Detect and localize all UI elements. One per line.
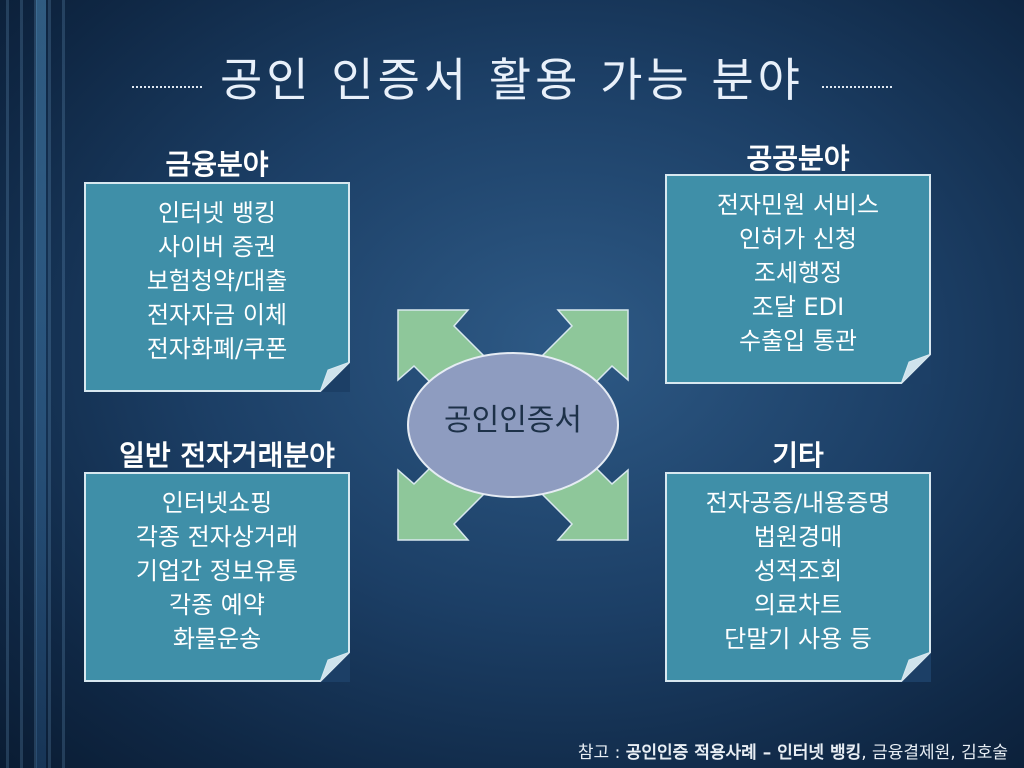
public-item: 조달 EDI [751,293,845,321]
commerce-title: 일반 전자거래분야 [119,439,335,472]
finance-title: 금융분야 [165,148,269,181]
left-stripe-decoration [0,0,70,768]
commerce-item: 기업간 정보유통 [135,557,299,585]
finance-item: 사이버 증권 [157,233,277,261]
finance-note: 인터넷 뱅킹 사이버 증권 보험청약/대출 전자자금 이체 전자화폐/쿠폰 [84,182,350,392]
commerce-item: 인터넷쇼핑 [161,489,273,517]
public-item: 수출입 통관 [738,327,858,355]
page-curl-icon [901,354,931,384]
center-diagram [397,309,629,541]
finance-item: 전자자금 이체 [146,301,288,329]
title-dots-right [822,86,892,88]
other-item: 전자공증/내용증명 [705,489,891,517]
finance-item: 인터넷 뱅킹 [157,199,277,227]
slide-title: 공인 인증서 활용 가능 분야 [219,53,804,107]
left-stripe-accent [36,0,46,768]
footer-bold: 공인인증 적용사례 – 인터넷 뱅킹 [625,743,862,763]
title-row: 공인 인증서 활용 가능 분야 [0,42,1024,112]
other-item: 법원경매 [753,523,843,551]
page-curl-icon [901,652,931,682]
center-ellipse [407,352,619,498]
other-item: 단말기 사용 등 [724,625,872,653]
public-item: 조세행정 [753,259,843,287]
commerce-item: 각종 전자상거래 [135,523,299,551]
other-note: 전자공증/내용증명 법원경매 성적조회 의료차트 단말기 사용 등 [665,472,931,682]
public-title: 공공분야 [746,142,850,175]
footer-reference: 참고 : 공인인증 적용사례 – 인터넷 뱅킹, 금융결제원, 김호술 [578,738,1008,763]
other-title: 기타 [772,439,824,472]
finance-item: 보험청약/대출 [146,267,288,295]
public-item: 인허가 신청 [738,225,858,253]
public-note: 전자민원 서비스 인허가 신청 조세행정 조달 EDI 수출입 통관 [665,174,931,384]
public-item: 전자민원 서비스 [716,191,880,219]
page-curl-icon [320,652,350,682]
footer-suffix: , 금융결제원, 김호술 [861,743,1008,763]
footer-prefix: 참고 : [577,743,626,763]
commerce-item: 화물운송 [172,625,262,653]
page-curl-icon [320,362,350,392]
center-label: 공인인증서 [444,403,582,438]
commerce-item: 각종 예약 [169,591,265,619]
other-item: 의료차트 [753,591,843,619]
other-item: 성적조회 [753,557,843,585]
commerce-note: 인터넷쇼핑 각종 전자상거래 기업간 정보유통 각종 예약 화물운송 [84,472,350,682]
title-dots-left [131,86,202,88]
finance-item: 전자화폐/쿠폰 [146,335,288,363]
